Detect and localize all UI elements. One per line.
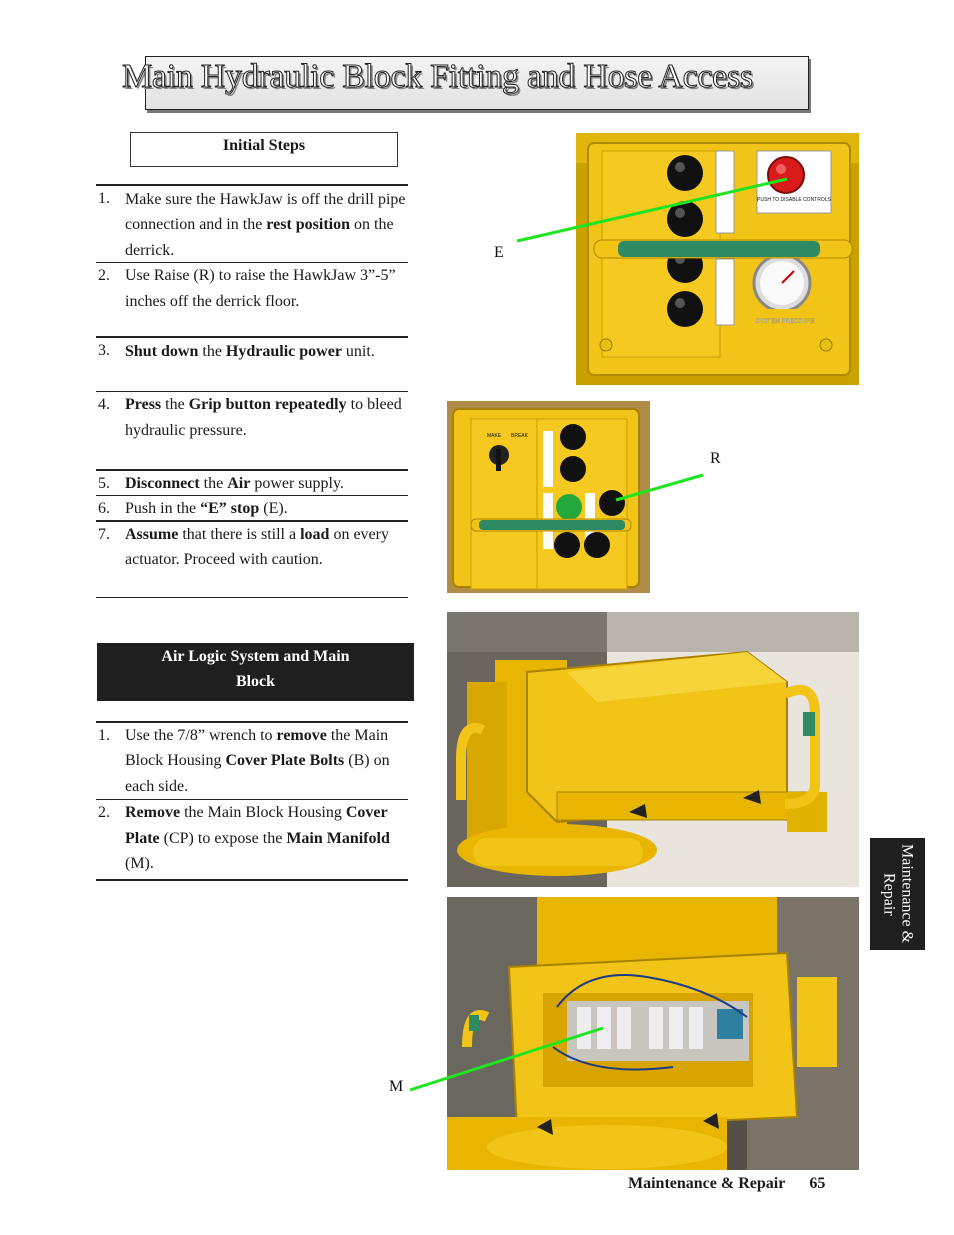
gauge-label: SYSTEM PRESSURE (755, 319, 814, 325)
list-item: 7. Assume that there is still a load on … (96, 522, 408, 597)
step-text: Press the Grip button repeatedly to blee… (125, 396, 402, 439)
list-item: 2. Use Raise (R) to raise the HawkJaw 3”… (96, 263, 408, 336)
step-text: Push in the “E” stop (E). (125, 500, 288, 517)
page-footer: Maintenance & Repair 65 (628, 1175, 825, 1193)
air-logic-header: Air Logic System and Main Block (97, 643, 414, 701)
air-logic-header-line1: Air Logic System and Main (161, 648, 350, 665)
initial-steps-header-text: Initial Steps (222, 137, 306, 154)
divider (96, 261, 408, 263)
callout-r: R (710, 450, 721, 467)
main-manifold-photo (447, 897, 859, 1170)
raise-panel-photo: MAKE BREAK (447, 401, 650, 593)
initial-steps-header: Initial Steps (130, 132, 398, 167)
page-number: 65 (809, 1175, 826, 1192)
divider (96, 494, 408, 496)
divider (96, 596, 408, 598)
switch-label-break: BREAK (511, 433, 529, 439)
step-text: Make sure the HawkJaw is off the drill p… (125, 190, 406, 259)
control-panel-photo: PUSH TO DISABLE CONTROLS SYSTEM PRESSURE (576, 133, 859, 385)
step-number: 1. (98, 726, 110, 744)
air-logic-header-line2: Block (235, 673, 276, 690)
step-text: Use the 7/8” wrench to remove the Main B… (125, 726, 390, 795)
list-item: 1. Make sure the HawkJaw is off the dril… (96, 186, 408, 262)
list-item: 1. Use the 7/8” wrench to remove the Mai… (96, 723, 408, 799)
air-logic-list: 1. Use the 7/8” wrench to remove the Mai… (96, 721, 408, 881)
section-tab: Maintenance & Repair (870, 838, 925, 950)
step-number: 7. (98, 525, 110, 543)
step-number: 4. (98, 396, 110, 413)
step-text: Assume that there is still a load on eve… (125, 525, 389, 569)
step-number: 6. (98, 500, 110, 517)
divider (96, 469, 408, 471)
list-item: 6. Push in the “E” stop (E). (96, 496, 408, 520)
step-number: 1. (98, 189, 110, 207)
list-item: 4. Press the Grip button repeatedly to b… (96, 392, 408, 469)
list-item: 5. Disconnect the Air power supply. (96, 471, 408, 495)
step-number: 3. (98, 341, 110, 359)
callout-e: E (494, 244, 504, 261)
divider (96, 721, 408, 723)
divider (96, 336, 408, 338)
divider (96, 520, 408, 522)
step-text: Use Raise (R) to raise the HawkJaw 3”-5”… (125, 267, 396, 310)
step-number: 2. (98, 804, 110, 821)
step-number: 2. (98, 267, 110, 284)
divider (96, 879, 408, 881)
main-block-housing-photo (447, 612, 859, 887)
footer-section: Maintenance & Repair (628, 1175, 786, 1192)
divider (96, 798, 408, 800)
list-item: 2. Remove the Main Block Housing Cover P… (96, 800, 408, 879)
divider (96, 390, 408, 392)
callout-m: M (389, 1078, 404, 1095)
title-banner (145, 56, 809, 110)
estop-label: PUSH TO DISABLE CONTROLS (757, 197, 831, 203)
step-number: 5. (98, 474, 110, 492)
initial-steps-list: 1. Make sure the HawkJaw is off the dril… (96, 184, 408, 598)
step-text: Remove the Main Block Housing Cover Plat… (125, 804, 390, 872)
divider (96, 184, 408, 186)
section-tab-label: Maintenance & Repair (880, 844, 916, 944)
list-item: 3. Shut down the Hydraulic power unit. (96, 338, 408, 391)
step-text: Shut down the Hydraulic power unit. (125, 342, 375, 360)
step-text: Disconnect the Air power supply. (125, 474, 344, 492)
page-title: Main Hydraulic Block Fitting and Hose Ac… (122, 58, 754, 96)
switch-label-make: MAKE (487, 433, 502, 439)
